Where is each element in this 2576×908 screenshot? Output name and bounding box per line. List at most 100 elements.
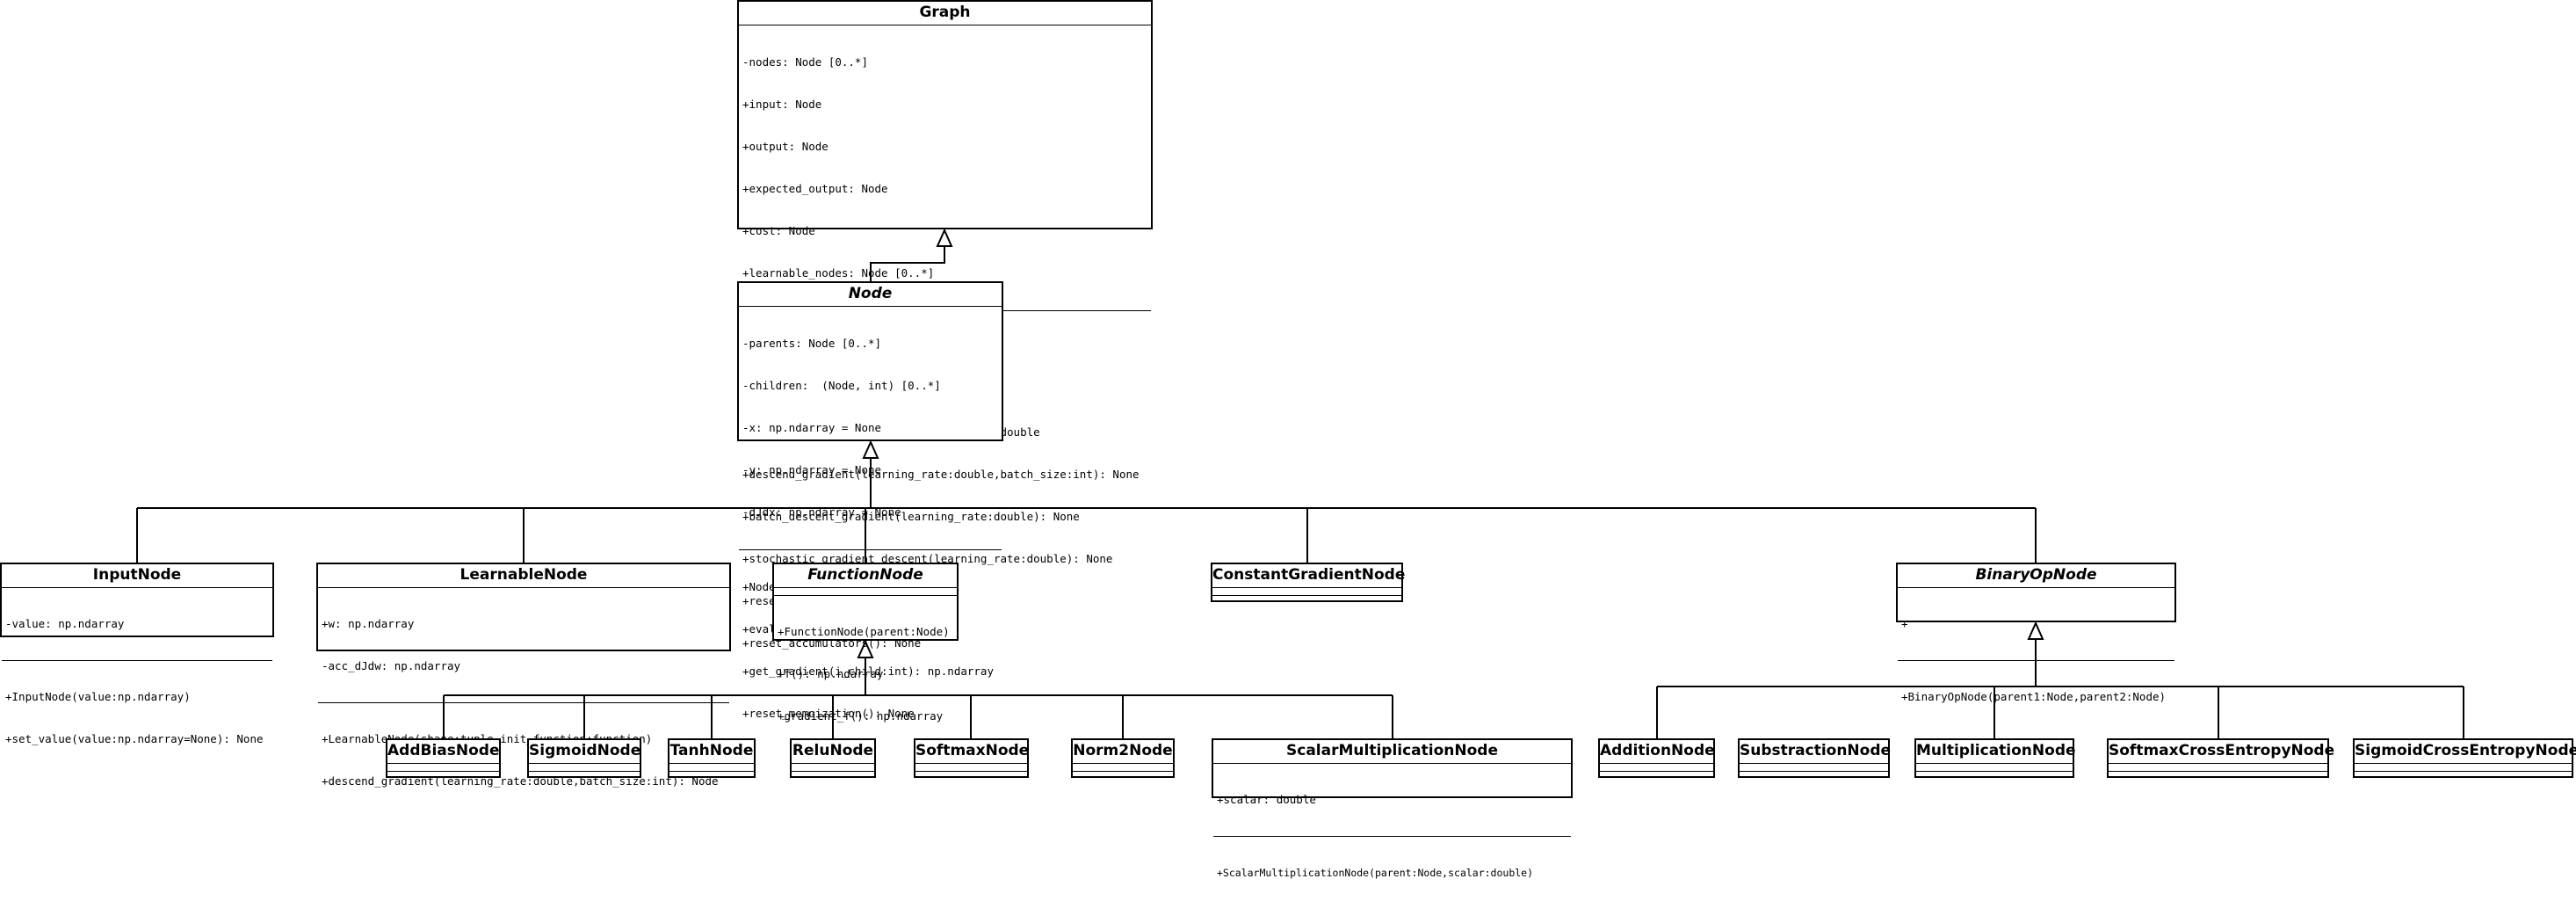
attribute-list: [2355, 764, 2572, 772]
method: +f(): np.ndarray: [778, 667, 884, 680]
class-name: SigmoidNode: [529, 740, 640, 764]
class-name: SoftmaxCrossEntropyNode: [2109, 740, 2334, 764]
class-name: FunctionNode: [774, 564, 957, 588]
attribute-list: [792, 764, 874, 772]
arrowhead-function-node: [857, 639, 874, 658]
class-node[interactable]: Node -parents: Node [0..*] -children: (N…: [737, 281, 1003, 720]
attribute-list: [1073, 764, 1173, 772]
attribute-list: [774, 588, 957, 596]
attribute: -parents: Node [0..*]: [742, 337, 882, 350]
class-input-node[interactable]: InputNode -value: np.ndarray +InputNode(…: [0, 563, 274, 745]
class-name: Graph: [739, 2, 1151, 25]
attribute-list: [669, 764, 754, 772]
method: +InputNode(value:np.ndarray): [5, 690, 191, 703]
attribute-list: [529, 764, 640, 772]
class-substraction-node[interactable]: SubstractionNode: [1738, 738, 1891, 779]
method-list: [2355, 772, 2572, 779]
method: +ScalarMultiplicationNode(parent:Node,sc…: [1217, 867, 1534, 879]
class-relu-node[interactable]: ReluNode: [790, 738, 876, 778]
class-norm2-node[interactable]: Norm2Node: [1071, 738, 1175, 778]
class-scalar-multiplication-node[interactable]: ScalarMultiplicationNode +scalar: double…: [1212, 738, 1573, 879]
method-list: [915, 772, 1027, 779]
attribute: +output: Node: [742, 140, 829, 153]
class-name: SubstractionNode: [1740, 740, 1891, 764]
attribute: +scalar: double: [1217, 793, 1316, 806]
attribute-list: +w: np.ndarray -acc_dJdw: np.ndarray: [318, 588, 729, 703]
class-name: ConstantGradientNode: [1212, 564, 1405, 588]
attribute: -nodes: Node [0..*]: [742, 55, 868, 69]
attribute-list: -nodes: Node [0..*] +input: Node +output…: [739, 25, 1151, 311]
attribute: -acc_dJdw: np.ndarray: [322, 659, 461, 672]
attribute: -y: np.ndarray = None: [742, 463, 882, 476]
attribute: +expected_output: Node: [742, 182, 888, 195]
method-list: [669, 772, 754, 779]
class-name: MultiplicationNode: [1916, 740, 2076, 764]
class-name: AdditionNode: [1600, 740, 1715, 764]
attribute: +w: np.ndarray: [322, 617, 415, 630]
attribute-list: [1600, 764, 1713, 772]
class-name: ReluNode: [792, 740, 874, 764]
method-list: [387, 772, 499, 779]
attribute-list: [387, 764, 499, 772]
attribute-list: [915, 764, 1027, 772]
method-list: [2109, 772, 2327, 779]
class-name: AddBiasNode: [387, 740, 499, 764]
method: +LearnableNode(shape:tuple,init_function…: [322, 732, 726, 746]
method-list: [1212, 596, 1401, 603]
class-addition-node[interactable]: AdditionNode: [1598, 738, 1715, 778]
arrowhead-node: [862, 439, 879, 459]
method-list: [529, 772, 640, 779]
method: +batch_descent_gradient(learning_rate:do…: [742, 510, 1080, 523]
attribute-list: -parents: Node [0..*] -children: (Node, …: [739, 307, 1002, 550]
attribute-list: [1212, 588, 1401, 596]
attribute-list: +: [1898, 588, 2174, 661]
class-name: TanhNode: [669, 740, 754, 764]
class-name: SoftmaxNode: [915, 740, 1029, 764]
class-graph[interactable]: Graph -nodes: Node [0..*] +input: Node +…: [737, 0, 1153, 650]
attribute-list: [1740, 764, 1888, 772]
attribute: -x: np.ndarray = None: [742, 421, 882, 434]
method: +descend_gradient(learning_rate:double,b…: [322, 774, 719, 788]
class-sigmoid-cross-entropy-node[interactable]: SigmoidCrossEntropyNode: [2353, 738, 2576, 779]
method-list: +InputNode(value:np.ndarray) +set_value(…: [2, 661, 272, 774]
class-multiplication-node[interactable]: MultiplicationNode: [1914, 738, 2076, 779]
attribute: +: [1901, 617, 1908, 630]
class-name: Norm2Node: [1073, 740, 1173, 764]
class-add-bias-node[interactable]: AddBiasNode: [386, 738, 501, 778]
method-list: [792, 772, 874, 779]
method-list: [1600, 772, 1713, 779]
method: +get_gradient(i_child:int): np.ndarray: [742, 665, 994, 678]
class-function-node[interactable]: FunctionNode +FunctionNode(parent:Node) …: [772, 563, 959, 723]
attribute: +input: Node: [742, 98, 822, 111]
method-list: [1740, 772, 1888, 779]
class-softmax-cross-entropy-node[interactable]: SoftmaxCrossEntropyNode: [2107, 738, 2334, 779]
method-list: [1073, 772, 1173, 779]
attribute-list: [1916, 764, 2073, 772]
attribute: -children: (Node, int) [0..*]: [742, 379, 941, 392]
method: +FunctionNode(parent:Node): [778, 625, 950, 638]
method-list: +BinaryOpNode(parent1:Node,parent2:Node): [1898, 661, 2174, 732]
method: +BinaryOpNode(parent1:Node,parent2:Node): [1901, 690, 2167, 703]
class-name: ScalarMultiplicationNode: [1213, 740, 1571, 764]
attribute: -value: np.ndarray: [5, 617, 125, 630]
method: +reset_memoization(): None: [742, 707, 915, 720]
method: +set_value(value:np.ndarray=None): None: [5, 732, 264, 745]
attribute: +cost: Node: [742, 224, 815, 237]
class-name: SigmoidCrossEntropyNode: [2355, 740, 2576, 764]
arrowhead-binaryop-node: [2027, 621, 2044, 640]
class-name: Node: [739, 283, 1002, 307]
method: +stochastic_gradient_descent(learning_ra…: [742, 552, 1113, 565]
method-list: [1916, 772, 2073, 779]
class-learnable-node[interactable]: LearnableNode +w: np.ndarray -acc_dJdw: …: [316, 563, 731, 788]
class-constant-gradient-node[interactable]: ConstantGradientNode: [1211, 563, 1405, 603]
attribute: +learnable_nodes: Node [0..*]: [742, 266, 935, 280]
arrowhead-graph: [936, 228, 953, 247]
class-name: InputNode: [2, 564, 272, 588]
class-softmax-node[interactable]: SoftmaxNode: [914, 738, 1029, 778]
class-tanh-node[interactable]: TanhNode: [668, 738, 756, 778]
class-sigmoid-node[interactable]: SigmoidNode: [527, 738, 641, 778]
class-binary-op-node[interactable]: BinaryOpNode + +BinaryOpNode(parent1:Nod…: [1896, 563, 2176, 703]
attribute-list: -value: np.ndarray: [2, 588, 272, 661]
method: +gradient_f(): np.ndarray: [778, 709, 944, 723]
class-name: LearnableNode: [318, 564, 729, 588]
